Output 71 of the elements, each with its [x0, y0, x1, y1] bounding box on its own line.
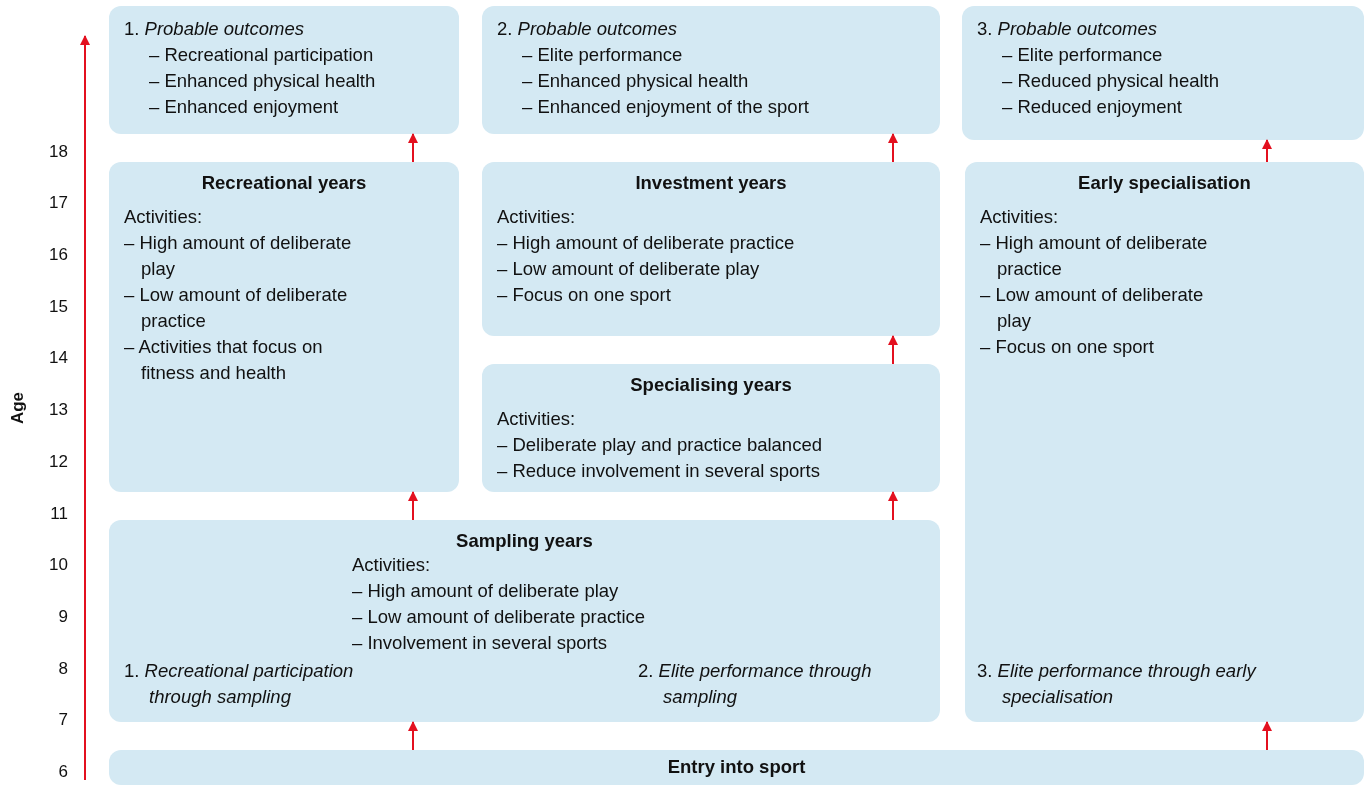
- list-item: – Deliberate play and practice balanced: [497, 433, 823, 457]
- list-item: – Enhanced physical health: [522, 69, 749, 93]
- axis-tick-label: 11: [49, 503, 68, 524]
- stage-box: [482, 162, 940, 336]
- list-item: – Enhanced enjoyment of the sport: [522, 95, 809, 119]
- outcome-box: [962, 6, 1364, 140]
- arrow: [408, 491, 418, 521]
- activities-label: Activities:: [124, 205, 204, 229]
- axis-tick-label: 8: [57, 658, 68, 679]
- axis-tick-label: 12: [48, 451, 68, 472]
- outcome-heading: 1. Probable outcomes: [124, 17, 304, 41]
- list-item: – High amount of deliberate practice: [980, 231, 1209, 281]
- list-item: – Focus on one sport: [980, 335, 1155, 359]
- outcome-box: [482, 6, 940, 134]
- list-item: – Recreational participation: [149, 43, 374, 67]
- stage-box: [109, 750, 1364, 785]
- stage-box: [109, 520, 940, 722]
- activities-label: Activities:: [497, 205, 577, 229]
- axis-tick-label: 6: [57, 762, 68, 782]
- outcome-heading: 2. Probable outcomes: [497, 17, 677, 41]
- pathway-label: 3. Elite performance through early specialisation: [977, 659, 1258, 709]
- pathway-label: 2. Elite performance through sampling: [638, 659, 873, 709]
- stage-box: [965, 162, 1364, 722]
- list-item: – Activities that focus on fitness and health: [124, 335, 324, 385]
- list-item: – Low amount of deliberate practice: [352, 605, 646, 629]
- axis-title: Age: [8, 391, 29, 425]
- list-item: – Reduced enjoyment: [1002, 95, 1182, 119]
- arrow: [888, 491, 898, 521]
- box-heading: Specialising years: [629, 373, 793, 397]
- arrow: [1262, 139, 1272, 163]
- axis-tick-label: 9: [57, 606, 68, 627]
- box-heading: Early specialisation: [1077, 171, 1252, 195]
- box-heading: Investment years: [634, 171, 788, 195]
- activities-label: Activities:: [980, 205, 1060, 229]
- list-item: – Enhanced physical health: [149, 69, 376, 93]
- stage-box: [482, 364, 940, 492]
- list-item: – Focus on one sport: [497, 283, 672, 307]
- list-item: – Reduce involvement in several sports: [497, 459, 821, 483]
- list-item: – Low amount of deliberate play: [980, 283, 1205, 333]
- outcome-box: [109, 6, 459, 134]
- list-item: – Elite performance: [522, 43, 683, 67]
- arrow: [408, 133, 418, 163]
- axis-tick-label: 7: [57, 710, 68, 731]
- stage-box: [109, 162, 459, 492]
- activities-label: Activities:: [352, 553, 431, 577]
- box-heading: Recreational years: [200, 171, 368, 195]
- axis-tick-label: 13: [48, 400, 68, 421]
- arrow: [1262, 721, 1272, 751]
- list-item: – Enhanced enjoyment: [149, 95, 339, 119]
- arrow: [408, 721, 418, 751]
- axis-tick-label: 16: [48, 245, 68, 265]
- list-item: – High amount of deliberate play: [124, 231, 353, 281]
- list-item: – High amount of deliberate play: [352, 579, 619, 603]
- box-heading: Sampling years: [455, 529, 594, 553]
- list-item: – Elite performance: [1002, 43, 1163, 67]
- pathway-label: 1. Recreational participation through sampling: [124, 659, 355, 709]
- axis-tick-label: 18: [48, 141, 68, 162]
- list-item: – Reduced physical health: [1002, 69, 1219, 93]
- box-heading: Entry into sport: [666, 755, 807, 779]
- list-item: – High amount of deliberate practice: [497, 231, 796, 255]
- outcome-heading: 3. Probable outcomes: [977, 17, 1157, 41]
- list-item: – Low amount of deliberate play: [497, 257, 761, 281]
- axis-tick-label: 10: [48, 555, 68, 576]
- axis-tick-label: 17: [48, 193, 68, 214]
- list-item: – Involvement in several sports: [352, 631, 607, 655]
- arrow: [888, 133, 898, 163]
- axis-tick-label: 14: [48, 348, 68, 369]
- list-item: – Low amount of deliberate practice: [124, 283, 349, 333]
- axis-tick-label: 15: [48, 296, 68, 317]
- activities-label: Activities:: [497, 407, 577, 431]
- arrow: [888, 335, 898, 365]
